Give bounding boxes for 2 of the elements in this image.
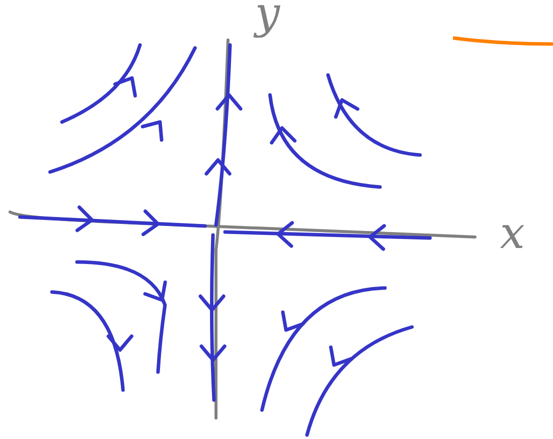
axis-label: x <box>500 212 525 256</box>
axis-label: y <box>255 0 280 36</box>
